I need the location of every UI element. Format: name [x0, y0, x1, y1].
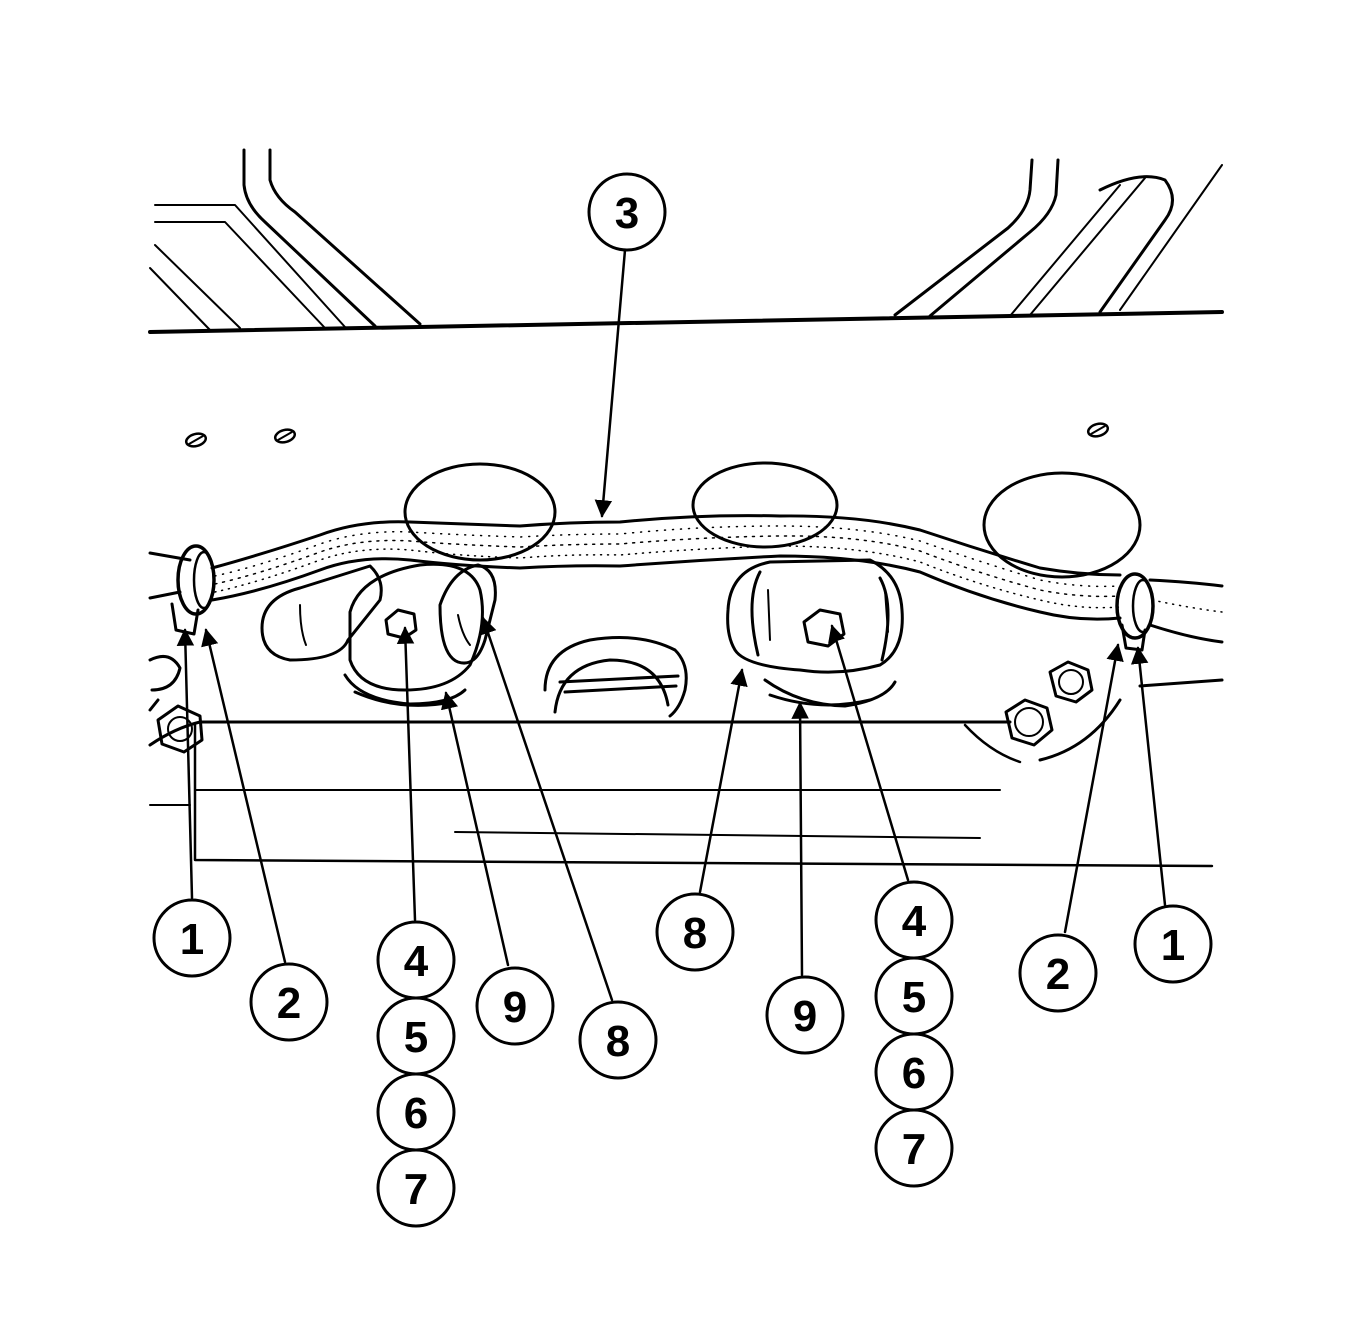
callout-6-right: 6	[874, 1032, 954, 1112]
callout-2-left: 2	[249, 962, 329, 1042]
callout-9-left: 9	[475, 966, 555, 1046]
callout-2-right: 2	[1018, 933, 1098, 1013]
callout-5-left-label: 5	[404, 1013, 428, 1062]
callout-3-label: 3	[615, 189, 639, 238]
callout-5-right-label: 5	[902, 973, 926, 1022]
callout-1-right: 1	[1133, 904, 1213, 984]
callout-9-right: 9	[765, 975, 845, 1055]
callout-7-left: 7	[376, 1148, 456, 1228]
callout-5-left: 5	[376, 996, 456, 1076]
callout-7-left-label: 7	[404, 1165, 428, 1214]
callout-4-left-label: 4	[404, 937, 429, 986]
callout-1-left-label: 1	[180, 915, 204, 964]
callout-4-left: 4	[376, 920, 456, 1000]
left-clamp-assembly	[260, 562, 497, 707]
callout-3: 3	[587, 172, 667, 252]
right-loop-clamp	[1115, 572, 1155, 652]
leader-lines	[176, 248, 1167, 1002]
callout-6-left-label: 6	[404, 1089, 428, 1138]
callout-4-right-label: 4	[902, 897, 927, 946]
callout-1-left: 1	[152, 898, 232, 978]
callout-7-right: 7	[874, 1108, 954, 1188]
callout-1-right-label: 1	[1161, 921, 1185, 970]
callout-8-left-label: 8	[606, 1017, 630, 1066]
callout-9-right-label: 9	[793, 992, 817, 1041]
callout-7-right-label: 7	[902, 1125, 926, 1174]
callout-8-right-label: 8	[683, 909, 707, 958]
vehicle-frame-drawing	[148, 148, 1224, 868]
callout-6-left: 6	[376, 1072, 456, 1152]
callout-2-left-label: 2	[277, 979, 301, 1028]
callout-4-right: 4	[874, 880, 954, 960]
callout-2-right-label: 2	[1046, 950, 1070, 999]
callout-6-right-label: 6	[902, 1049, 926, 1098]
right-clamp-assembly	[726, 558, 904, 708]
wiring-harness	[148, 514, 1224, 644]
callout-8-left: 8	[578, 1000, 658, 1080]
callout-5-right: 5	[874, 956, 954, 1036]
callout-9-left-label: 9	[503, 983, 527, 1032]
callout-8-right: 8	[655, 892, 735, 972]
